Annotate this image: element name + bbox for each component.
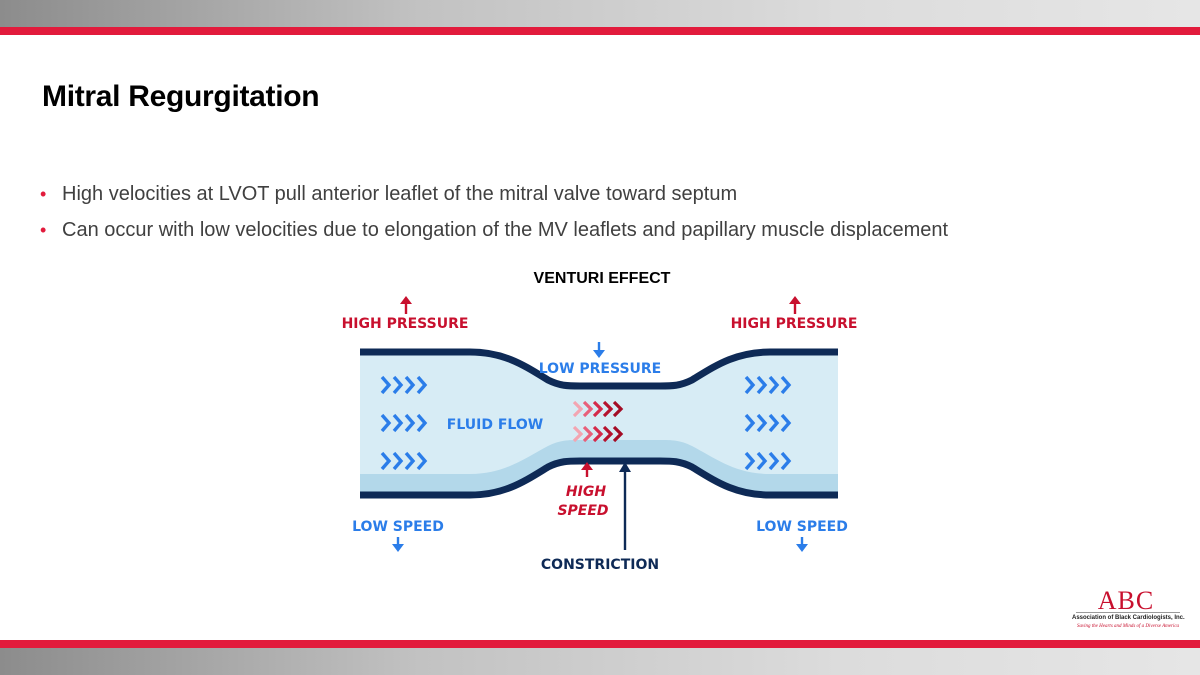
high-speed-label-line1: HIGH bbox=[566, 484, 606, 500]
high-speed-label-line2: SPEED bbox=[557, 503, 608, 519]
diagram-title: VENTURI EFFECT bbox=[534, 270, 671, 287]
fluid-region bbox=[360, 352, 838, 495]
top-gray-band bbox=[0, 0, 1200, 27]
fluid-flow-label: FLUID FLOW bbox=[447, 417, 543, 433]
bottom-gray-band bbox=[0, 648, 1200, 675]
logo-abbreviation: ABC bbox=[1097, 586, 1155, 615]
arrow-down-icon bbox=[392, 537, 404, 552]
constriction-pointer-icon bbox=[619, 462, 631, 550]
low-speed-left-label: LOW SPEED bbox=[352, 519, 444, 535]
low-pressure-label: LOW PRESSURE bbox=[539, 361, 662, 377]
abc-logo: ABC Association of Black Cardiologists, … bbox=[1072, 586, 1185, 636]
slide-title: Mitral Regurgitation bbox=[42, 80, 320, 113]
arrow-down-icon bbox=[796, 537, 808, 552]
bottom-red-stripe bbox=[0, 640, 1200, 648]
high-pressure-left-label: HIGH PRESSURE bbox=[342, 316, 469, 332]
logo-heartbeat-line bbox=[1076, 612, 1180, 613]
pipe-top-wall bbox=[360, 348, 838, 390]
top-red-stripe bbox=[0, 27, 1200, 35]
logo-tagline: Saving the Hearts and Minds of a Diverse… bbox=[1076, 624, 1180, 629]
arrow-up-icon bbox=[581, 462, 593, 477]
bullet-dot-icon: • bbox=[40, 220, 47, 240]
logo-organization-name: Association of Black Cardiologists, Inc. bbox=[1072, 615, 1185, 621]
bullet-list: • High velocities at LVOT pull anterior l… bbox=[40, 176, 1160, 248]
constriction-label: CONSTRICTION bbox=[541, 557, 659, 573]
arrow-down-icon bbox=[593, 342, 605, 358]
bullet-item: • High velocities at LVOT pull anterior l… bbox=[40, 176, 1160, 212]
bullet-item: • Can occur with low velocities due to el… bbox=[40, 212, 1160, 248]
bullet-text: High velocities at LVOT pull anterior le… bbox=[62, 183, 738, 205]
low-speed-right-label: LOW SPEED bbox=[756, 519, 848, 535]
arrow-up-icon bbox=[400, 296, 412, 314]
bullet-dot-icon: • bbox=[40, 184, 47, 204]
arrow-up-icon bbox=[789, 296, 801, 314]
bullet-text: Can occur with low velocities due to elo… bbox=[62, 219, 949, 241]
pipe-bottom-wall bbox=[360, 457, 838, 499]
high-pressure-right-label: HIGH PRESSURE bbox=[731, 316, 858, 332]
